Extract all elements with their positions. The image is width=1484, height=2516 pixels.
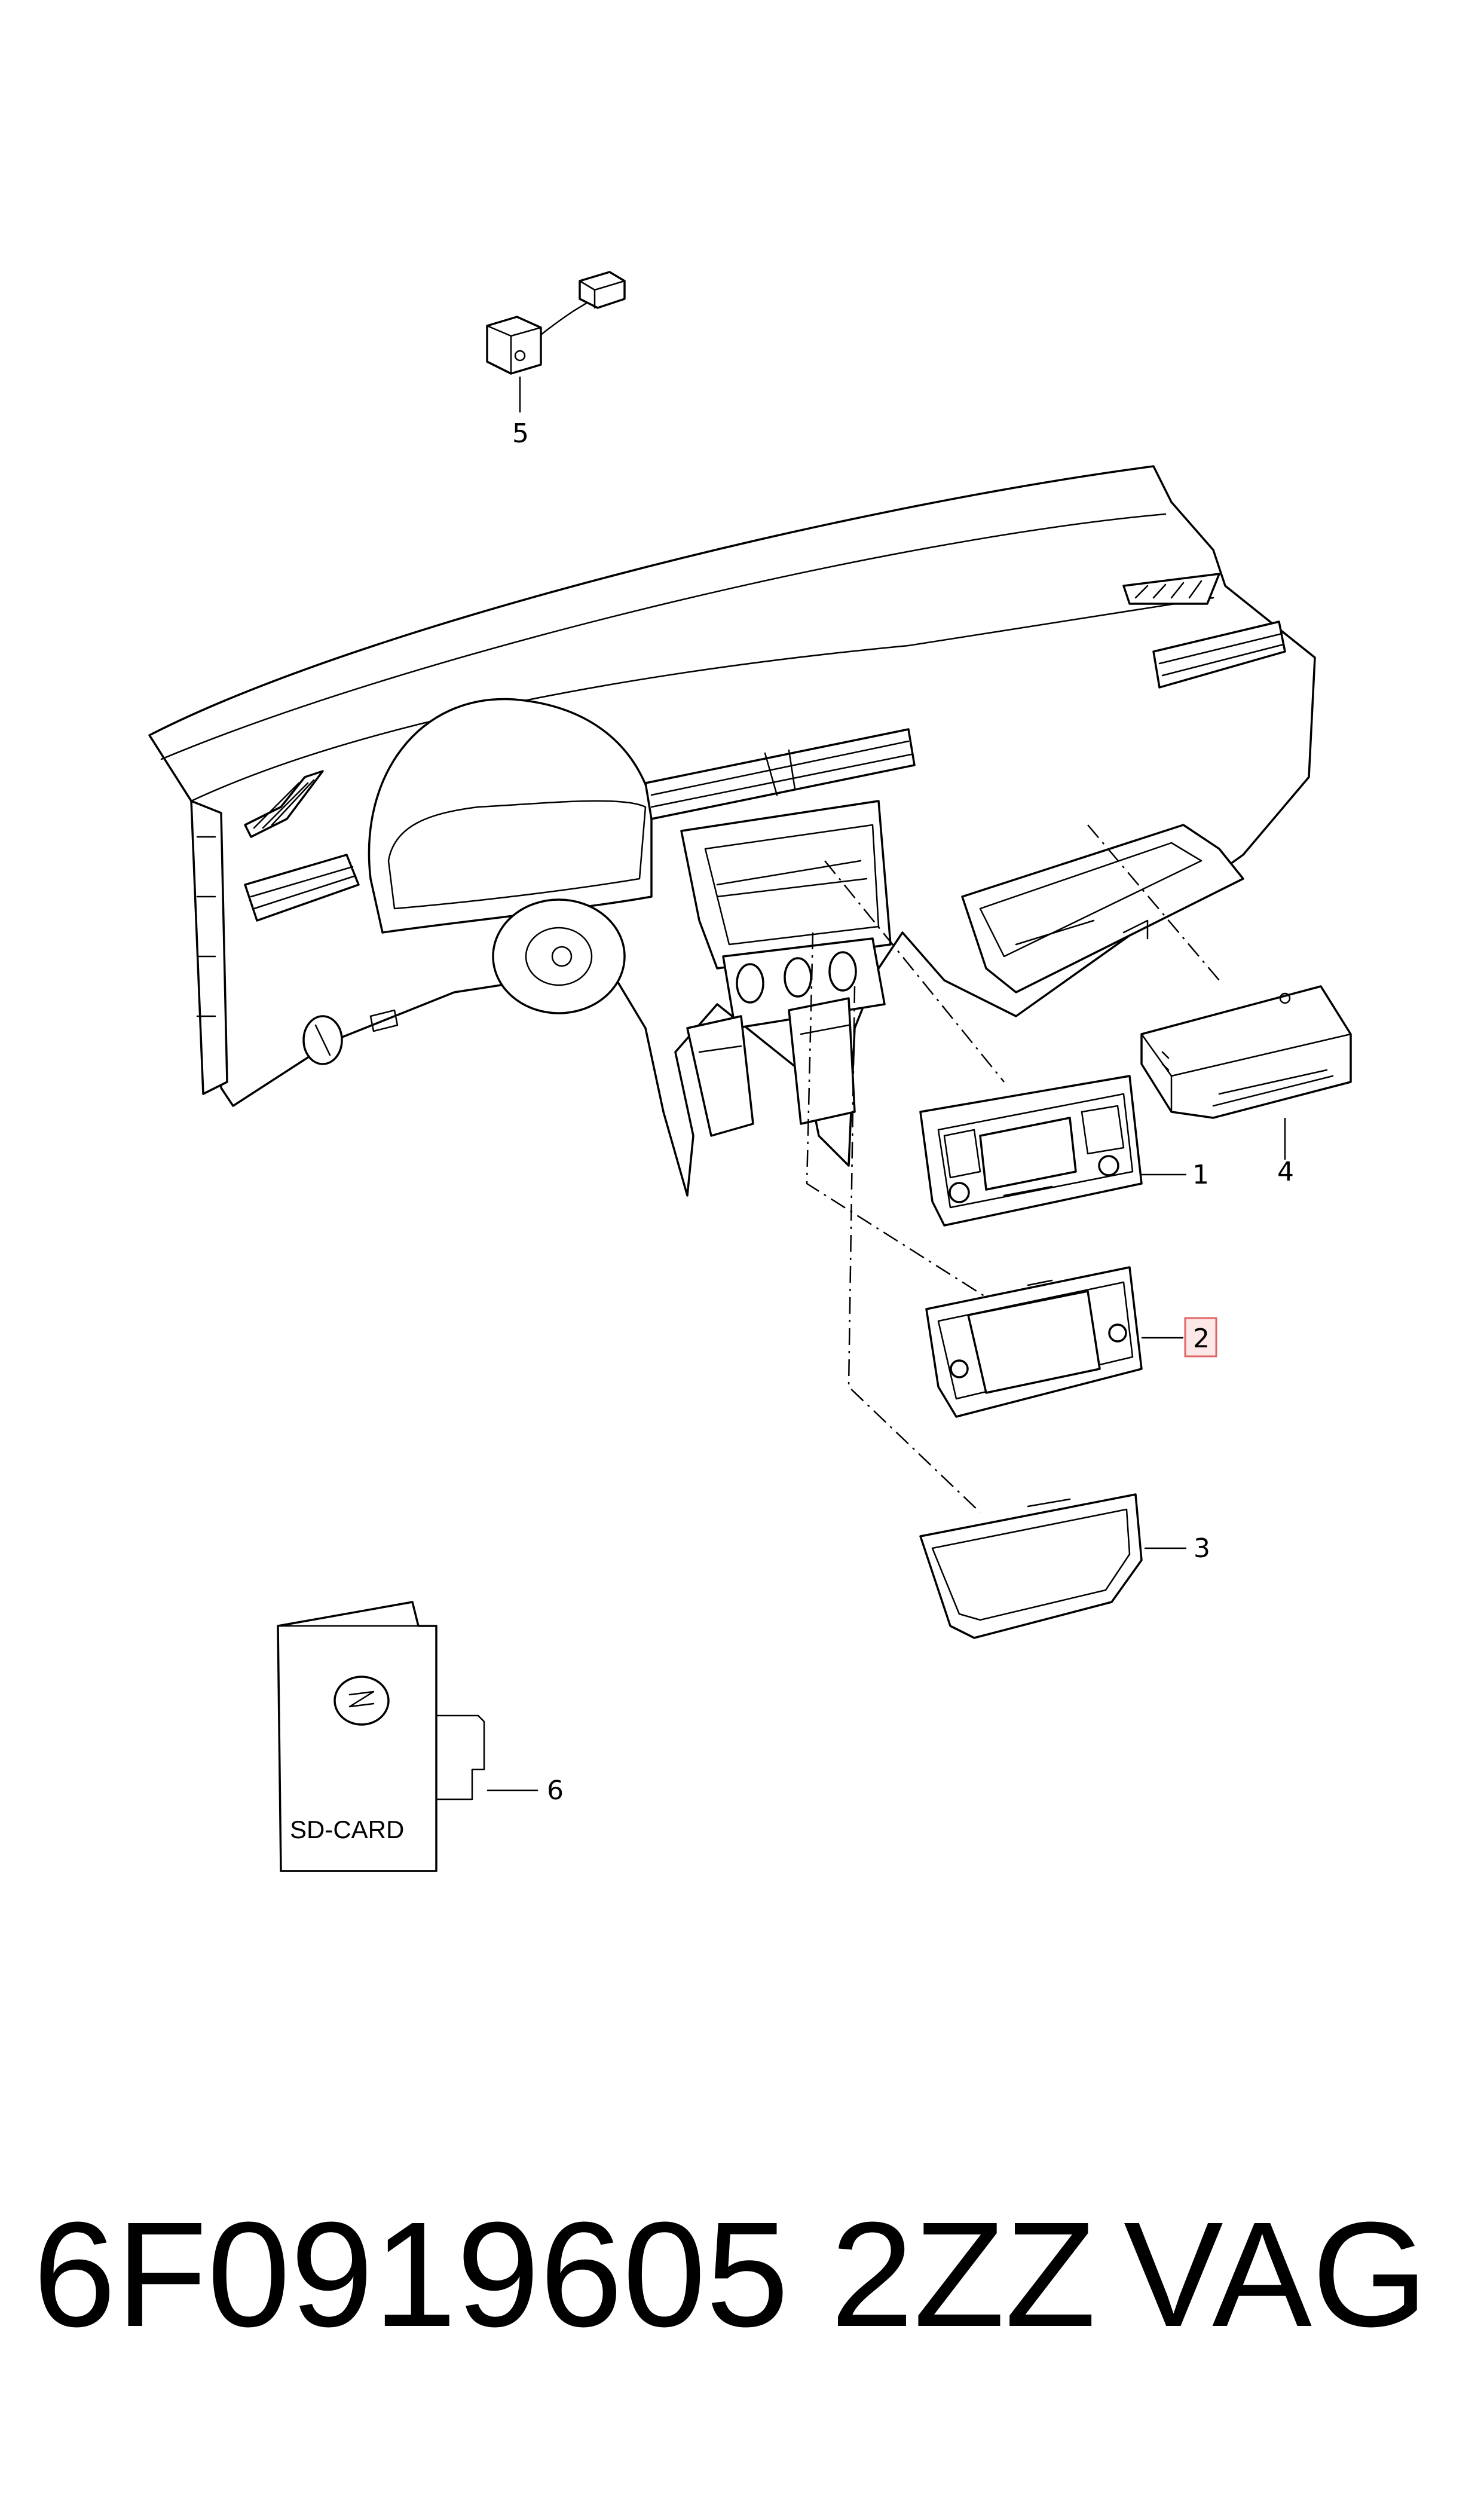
part-3-bezel — [919, 1493, 1186, 1639]
assembly-leader-lines — [806, 824, 1220, 1513]
part-1-radio-panel — [919, 1075, 1186, 1227]
callout-4: 4 — [1277, 1157, 1294, 1187]
callout-5: 5 — [512, 418, 529, 449]
part-number: 6F0919605 2ZZ — [33, 2191, 1096, 2358]
callout-2-highlight — [1184, 1317, 1217, 1358]
part-6-sd-card — [277, 1601, 538, 1872]
seat-logo-icon — [348, 1690, 375, 1708]
callout-3: 3 — [1194, 1533, 1210, 1564]
callout-6: 6 — [547, 1775, 564, 1806]
sd-card-label: SD-CARD — [290, 1815, 404, 1844]
callout-1: 1 — [1192, 1160, 1209, 1190]
callout-2: 2 — [1193, 1323, 1210, 1354]
part-5-connector — [486, 271, 626, 412]
part-4-head-unit — [1140, 985, 1352, 1160]
brand-name: VAG — [1124, 2191, 1428, 2358]
dashboard-assembly — [148, 465, 1316, 1197]
part-2-touch-display — [925, 1266, 1183, 1418]
